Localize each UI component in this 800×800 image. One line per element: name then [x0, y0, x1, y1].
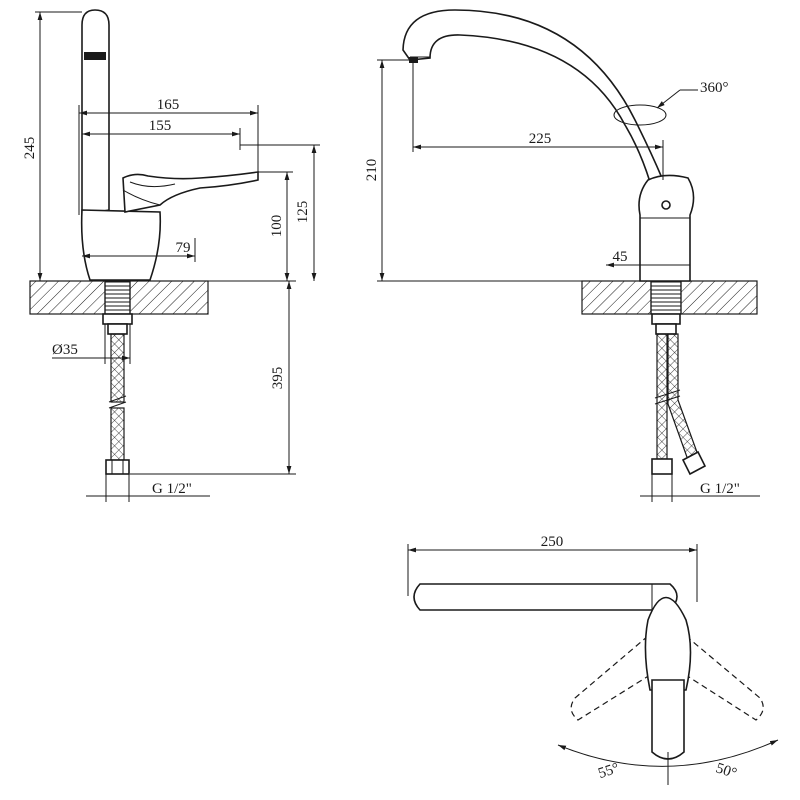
side-countertop	[29, 280, 209, 315]
front-countertop	[581, 280, 758, 315]
side-dim-reach-outer: 165	[157, 97, 180, 113]
front-view: 360° 210 225 45 G 1/2"	[364, 9, 760, 502]
front-dim-spout-reach: 225	[529, 131, 552, 147]
front-spout	[402, 9, 664, 184]
side-dim-body-offset: 79	[176, 240, 191, 256]
front-dim-thread: G 1/2"	[700, 481, 740, 497]
side-hose-upper	[110, 333, 125, 403]
top-lever-dashed-left	[570, 634, 659, 721]
top-angle-left: 55°	[596, 760, 621, 782]
side-dim-body-height: 100	[269, 215, 285, 238]
side-shank-thread	[104, 280, 131, 315]
top-view: 55° 50° 250	[407, 534, 779, 785]
side-hose-lower	[110, 407, 125, 461]
top-dim-spout-length: 250	[541, 534, 564, 550]
side-view: 245 165 155 125 100 79 Ø	[22, 9, 320, 502]
side-dim-lever-height: 125	[295, 201, 311, 224]
front-indicator	[661, 200, 671, 210]
front-fitting-left	[651, 458, 673, 475]
top-lever	[651, 679, 685, 760]
side-dim-thread: G 1/2"	[152, 481, 192, 497]
side-dim-reach-inner: 155	[149, 118, 172, 134]
front-rotation-label: 360°	[700, 80, 729, 96]
side-fitting	[105, 459, 130, 475]
front-aerator	[409, 57, 418, 63]
front-dim-body-width: 45	[613, 249, 628, 265]
top-angle-right: 50°	[714, 760, 739, 782]
top-spout	[413, 583, 678, 611]
front-body	[638, 174, 695, 282]
side-dim-height-total: 245	[22, 137, 38, 160]
front-hose-right	[667, 333, 699, 461]
side-lever	[122, 171, 259, 213]
side-body	[80, 209, 162, 281]
front-shank-thread	[650, 280, 682, 315]
top-body	[644, 596, 692, 691]
side-nut	[102, 313, 133, 325]
front-dim-spout-height: 210	[364, 159, 380, 182]
side-dim-shank-diameter: Ø35	[52, 342, 78, 358]
front-fitting-right	[681, 450, 707, 476]
side-dim-hose-length: 395	[270, 367, 286, 390]
side-aerator	[84, 52, 106, 60]
top-lever-dashed-right	[677, 634, 764, 721]
front-rotation-ellipse	[613, 104, 667, 126]
